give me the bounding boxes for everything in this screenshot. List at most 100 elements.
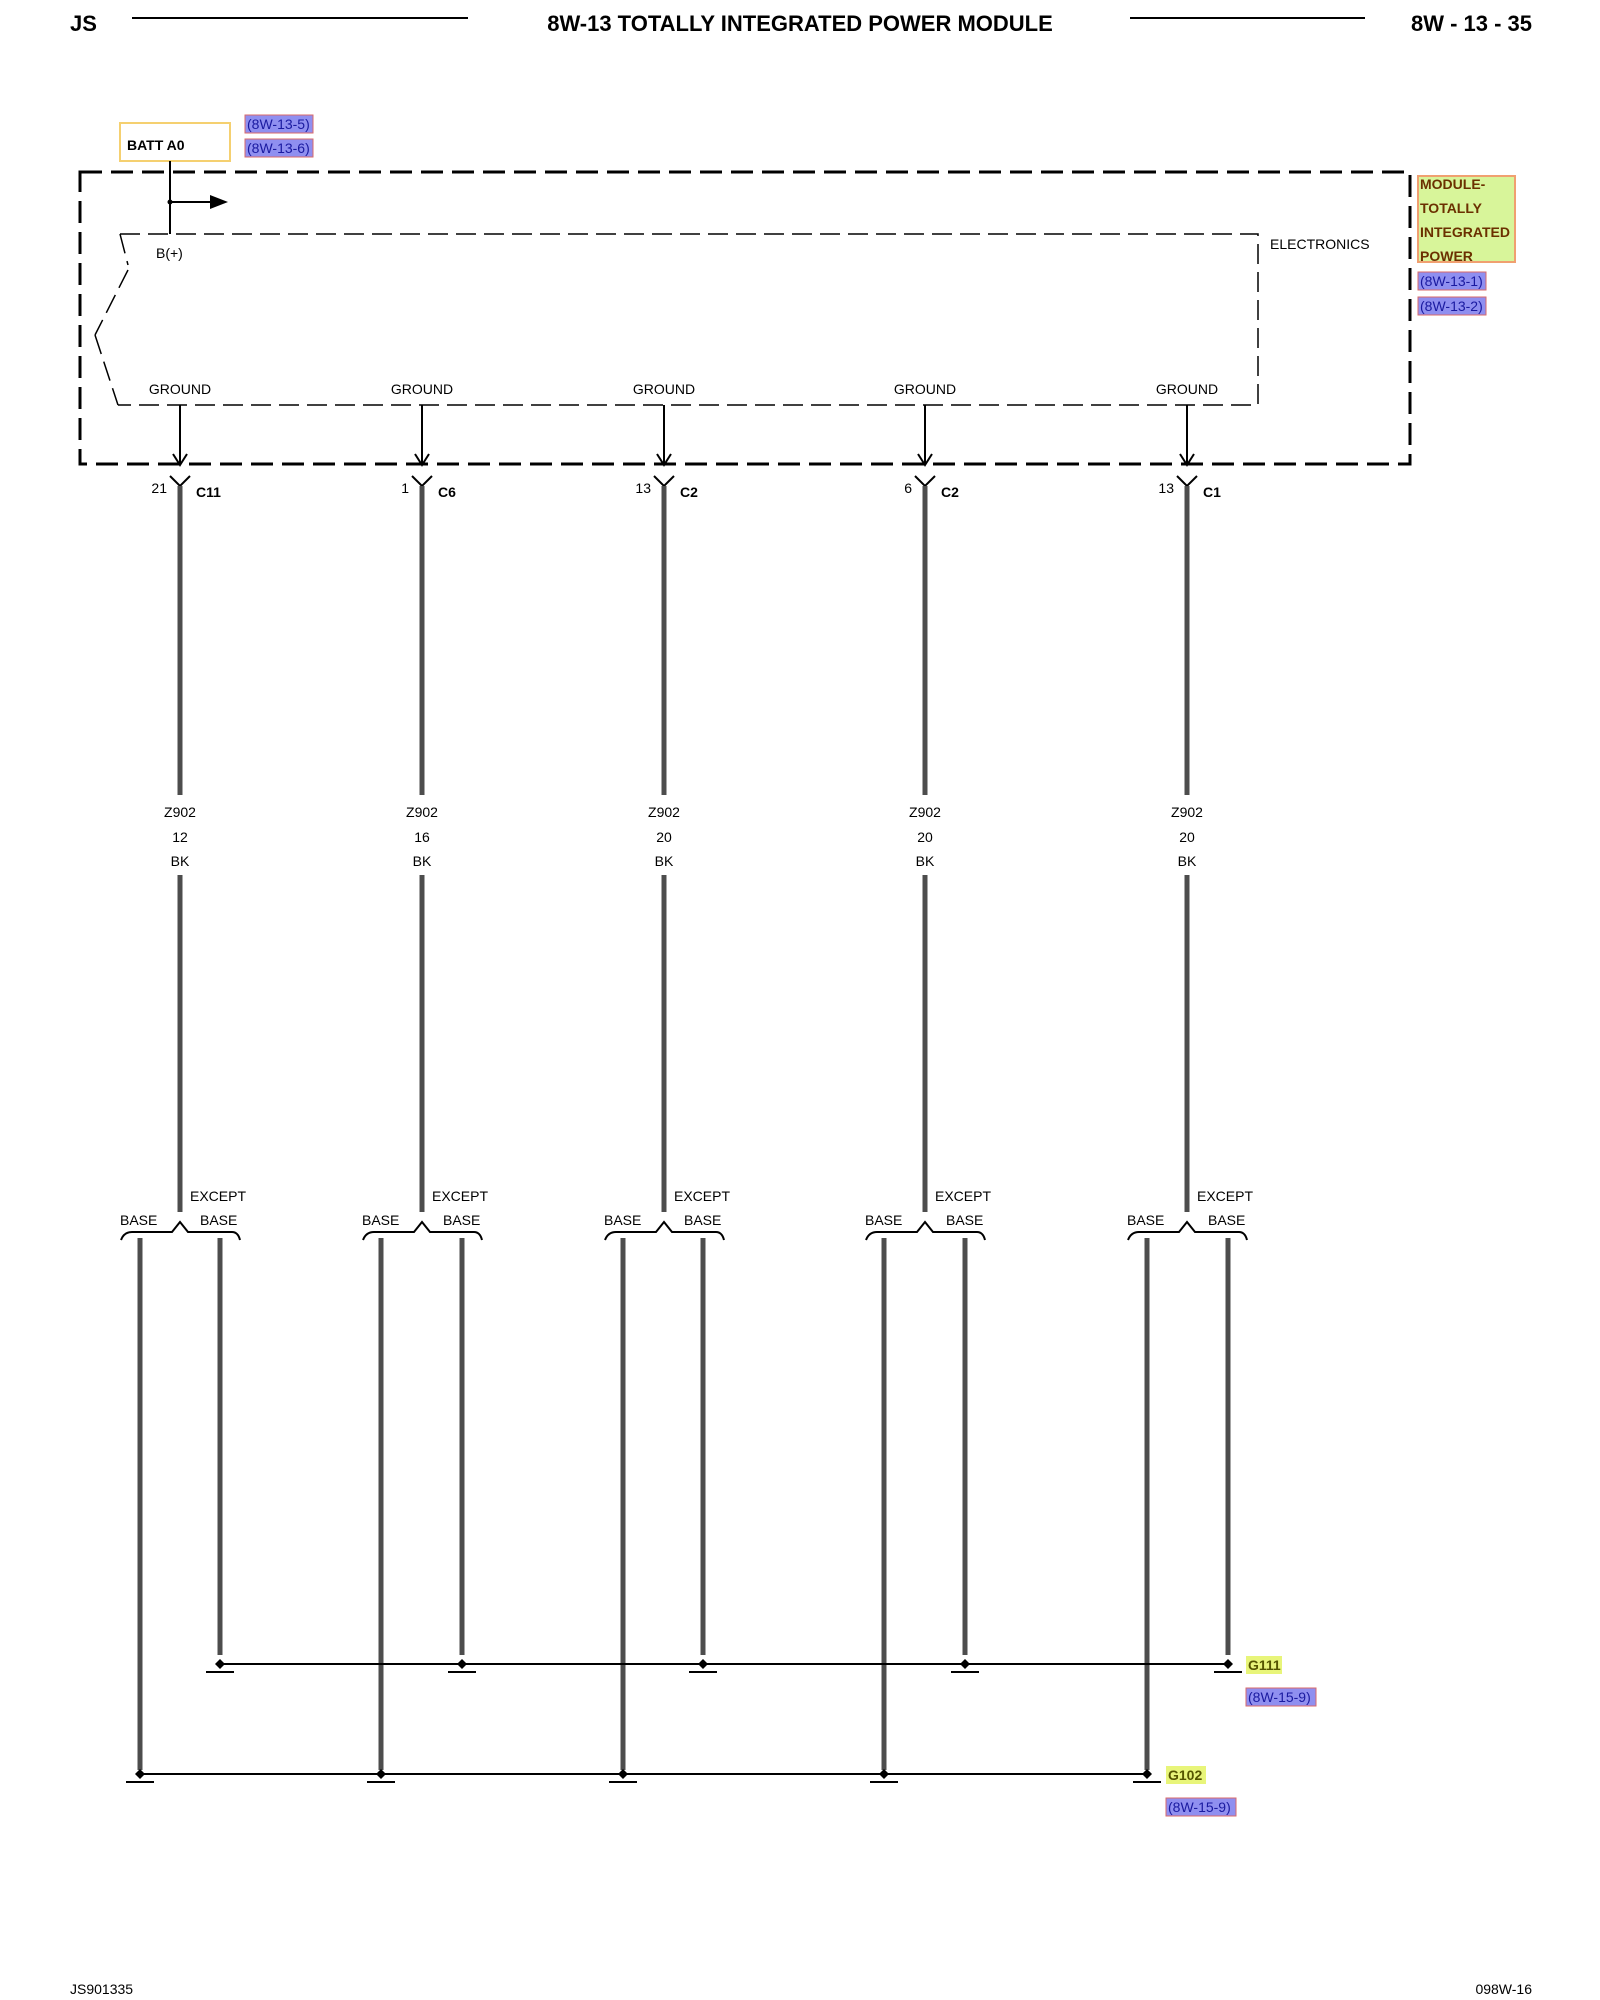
ground-ref-link-g102[interactable]: (8W-15-9): [1168, 1799, 1231, 1815]
connector-symbol: [653, 475, 675, 488]
module-label-box: [1417, 175, 1516, 263]
wire-gauge: 12: [172, 829, 188, 845]
wire-code: Z902: [1171, 804, 1203, 820]
bplus-label: B(+): [156, 245, 183, 261]
ground-terminal: [367, 1769, 395, 1783]
split-bracket: [865, 1220, 986, 1241]
ground-bus-g111: G111 (8W-15-9): [206, 1656, 1317, 1707]
wire-code: Z902: [648, 804, 680, 820]
split-bracket: [1127, 1220, 1248, 1241]
split-label-except: EXCEPT: [190, 1188, 246, 1204]
circuit-1: GROUND 21 C11 Z902 12 BK EXCEPT BASE BAS…: [120, 381, 246, 1770]
wire-color: BK: [655, 853, 674, 869]
lead-arrow: [414, 453, 430, 467]
batt-ref-link[interactable]: (8W-13-5): [247, 116, 310, 132]
ground-terminal: [448, 1659, 476, 1673]
pin-number: 13: [635, 480, 651, 496]
lead-arrow: [1179, 453, 1195, 467]
ground-terminal: [1133, 1769, 1161, 1783]
wire-gauge: 16: [414, 829, 430, 845]
split-label-base: BASE: [604, 1212, 641, 1228]
module-label-line-1: MODULE-: [1420, 176, 1486, 192]
ground-label-g102[interactable]: G102: [1168, 1767, 1202, 1783]
split-label-base: BASE: [684, 1212, 721, 1228]
circuit-5: GROUND 13 C1 Z902 20 BK EXCEPT BASE BASE: [1127, 381, 1253, 1770]
wire-gauge: 20: [656, 829, 672, 845]
split-label-base: BASE: [865, 1212, 902, 1228]
ground-terminal: [1214, 1659, 1242, 1673]
ground-ref-link-g111[interactable]: (8W-15-9): [1248, 1689, 1311, 1705]
connector-symbol: [1176, 475, 1198, 488]
split-label-except: EXCEPT: [1197, 1188, 1253, 1204]
pin-number: 6: [904, 480, 912, 496]
wire-gauge: 20: [917, 829, 933, 845]
module-ref-link[interactable]: (8W-13-1): [1420, 273, 1483, 289]
electronics-outline-edge: [94, 269, 129, 336]
wire-code: Z902: [909, 804, 941, 820]
connector-symbol: [411, 475, 433, 488]
ground-terminal: [689, 1659, 717, 1673]
wire-code: Z902: [406, 804, 438, 820]
module-ref-highlight-2: [1417, 296, 1487, 316]
electronics-outline-edge: [119, 233, 129, 266]
ground-terminal: [126, 1769, 154, 1783]
pin-label-ground: GROUND: [391, 381, 453, 397]
electronics-label: ELECTRONICS: [1270, 236, 1370, 252]
lead-arrow: [656, 453, 672, 467]
split-label-base: BASE: [1208, 1212, 1245, 1228]
connector-symbol: [169, 475, 191, 488]
wire-color: BK: [1178, 853, 1197, 869]
electronics-outline: [118, 233, 1259, 406]
g102-ref-highlight: [1165, 1797, 1237, 1817]
wire-color: BK: [916, 853, 935, 869]
wire-code: Z902: [164, 804, 196, 820]
batt-ref-highlight-2: [244, 138, 314, 158]
split-label-base: BASE: [946, 1212, 983, 1228]
footer-right-code: 098W-16: [1475, 1981, 1532, 1997]
split-label-except: EXCEPT: [935, 1188, 991, 1204]
pin-label-ground: GROUND: [894, 381, 956, 397]
circuit-2: GROUND 1 C6 Z902 16 BK EXCEPT BASE BASE: [362, 381, 488, 1770]
module-ref-link[interactable]: (8W-13-2): [1420, 298, 1483, 314]
connector-id: C1: [1203, 484, 1221, 500]
split-bracket: [120, 1220, 241, 1241]
connector-id: C6: [438, 484, 456, 500]
pin-number: 21: [151, 480, 167, 496]
split-label-base: BASE: [1127, 1212, 1164, 1228]
module-label-line-3: INTEGRATED: [1420, 224, 1510, 240]
pin-label-ground: GROUND: [1156, 381, 1218, 397]
module-label-line-2: TOTALLY: [1420, 200, 1483, 216]
split-bracket: [362, 1220, 483, 1241]
wire-color: BK: [413, 853, 432, 869]
split-label-base: BASE: [120, 1212, 157, 1228]
pin-number: 13: [1158, 480, 1174, 496]
lead-arrow: [172, 453, 188, 467]
batt-ref-highlight-1: [244, 114, 314, 134]
ground-label-g111[interactable]: G111: [1248, 1657, 1281, 1673]
batt-ref-link[interactable]: (8W-13-6): [247, 140, 310, 156]
batt-label: BATT A0: [127, 137, 185, 153]
g111-highlight: [1246, 1656, 1282, 1674]
pin-label-ground: GROUND: [633, 381, 695, 397]
split-label-base: BASE: [200, 1212, 237, 1228]
electronics-outline-edge: [94, 334, 119, 406]
split-label-base: BASE: [362, 1212, 399, 1228]
connector-id: C2: [680, 484, 698, 500]
header-left: JS: [70, 11, 97, 36]
footer-left-code: JS901335: [70, 1981, 133, 1997]
module-outline: [78, 170, 1412, 466]
bplus-arrow-head: [210, 195, 228, 209]
split-label-except: EXCEPT: [674, 1188, 730, 1204]
connector-id: C11: [196, 484, 221, 500]
module-ref-highlight-1: [1417, 271, 1487, 291]
ground-terminal: [206, 1659, 234, 1673]
connector-symbol: [914, 475, 936, 488]
lead-arrow: [917, 453, 933, 467]
circuit-4: GROUND 6 C2 Z902 20 BK EXCEPT BASE BASE: [865, 381, 991, 1770]
circuit-3: GROUND 13 C2 Z902 20 BK EXCEPT BASE BASE: [604, 381, 730, 1770]
ground-terminal: [951, 1659, 979, 1673]
pin-label-ground: GROUND: [149, 381, 211, 397]
split-label-base: BASE: [443, 1212, 480, 1228]
module-label-line-4: POWER: [1420, 248, 1473, 264]
ground-terminal: [870, 1769, 898, 1783]
